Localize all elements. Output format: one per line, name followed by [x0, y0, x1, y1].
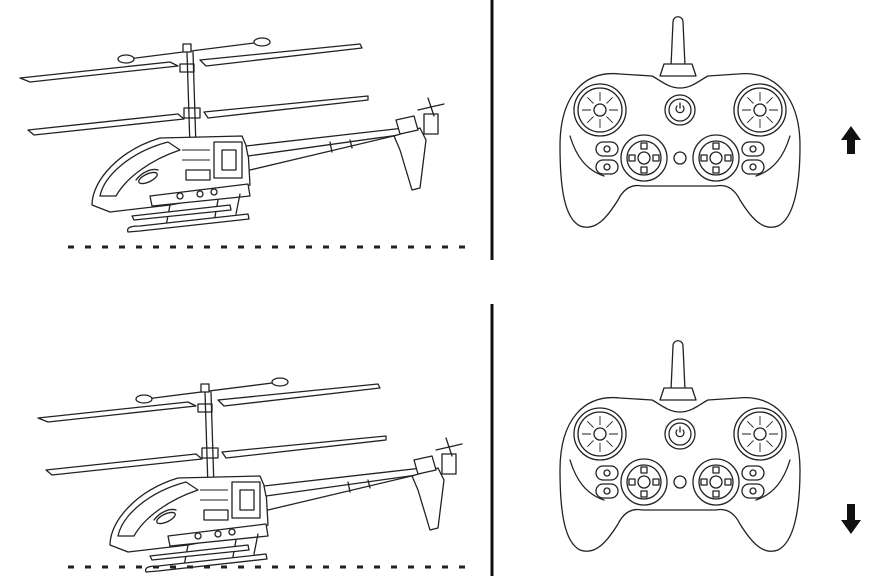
descend-scene	[37, 288, 861, 576]
helicopter-raised	[19, 37, 445, 233]
panel-ascend	[19, 0, 861, 288]
power-icon	[676, 427, 684, 437]
arrow-up-icon	[841, 126, 861, 154]
arrow-down-icon	[841, 504, 861, 534]
helicopter-lowered	[37, 377, 463, 573]
panel-descend	[0, 288, 892, 576]
remote-controller	[560, 17, 800, 228]
ascend-scene	[19, 0, 861, 288]
remote-controller	[560, 341, 800, 552]
power-icon	[676, 103, 684, 113]
